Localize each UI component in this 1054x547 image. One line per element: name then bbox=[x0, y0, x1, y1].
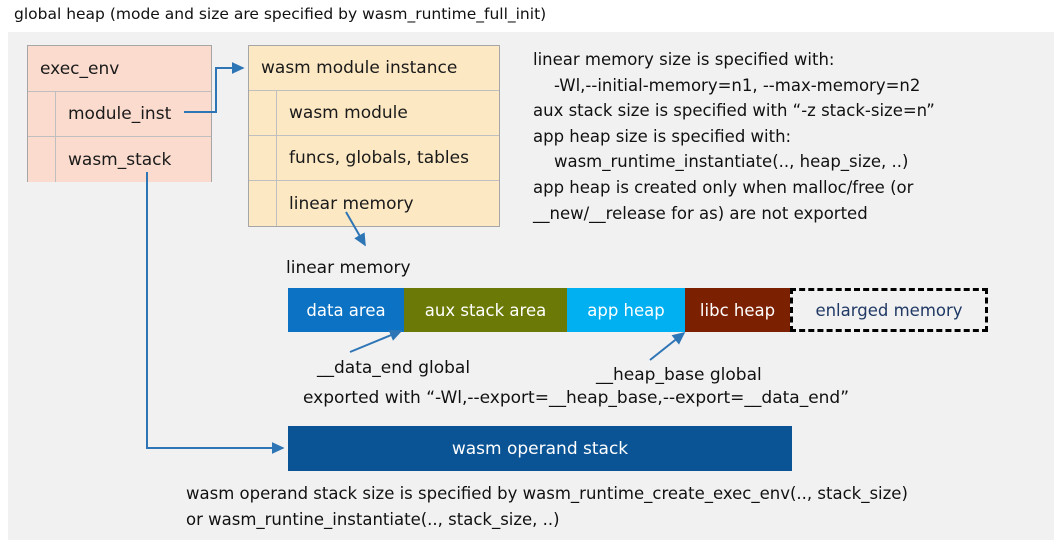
linear-memory-row-label: linear memory bbox=[289, 193, 414, 214]
exec-env-row-wasm-stack: wasm_stack bbox=[28, 137, 211, 182]
memory-segment-libc-heap: libc heap bbox=[685, 288, 790, 332]
exec-env-row-module-inst: module_inst bbox=[28, 92, 211, 137]
exec-env-box: exec_env module_inst wasm_stack bbox=[27, 45, 212, 182]
memory-segment-data-area: data area bbox=[288, 288, 404, 332]
module-instance-header-label: wasm module instance bbox=[261, 58, 458, 78]
module-instance-row-funcs-globals-tables: funcs, globals, tables bbox=[249, 136, 499, 181]
wasm-module-label: wasm module bbox=[289, 103, 408, 123]
linear-memory-caption: linear memory bbox=[286, 258, 411, 278]
funcs-globals-tables-label: funcs, globals, tables bbox=[289, 148, 469, 168]
memory-segment-enlarged-memory: enlarged memory bbox=[790, 288, 988, 332]
module-instance-row-wasm-module: wasm module bbox=[249, 91, 499, 136]
row-gutter bbox=[249, 181, 277, 226]
exec-env-header-label: exec_env bbox=[40, 58, 120, 79]
page-title: global heap (mode and size are specified… bbox=[14, 5, 547, 23]
wasm-module-instance-box: wasm module instance wasm module funcs, … bbox=[248, 45, 500, 227]
wasm-operand-stack-box: wasm operand stack bbox=[288, 426, 792, 471]
memory-segment-aux-stack-area: aux stack area bbox=[404, 288, 567, 332]
wasm-stack-label: wasm_stack bbox=[68, 149, 172, 170]
bottom-notes-text: wasm operand stack size is specified by … bbox=[186, 484, 908, 529]
row-gutter bbox=[249, 136, 277, 180]
exec-env-header: exec_env bbox=[28, 46, 211, 92]
row-gutter bbox=[28, 92, 56, 136]
row-gutter bbox=[28, 137, 56, 182]
module-instance-row-linear-memory: linear memory bbox=[249, 181, 499, 226]
right-notes-text: linear memory size is specified with: -W… bbox=[533, 50, 935, 223]
memory-segment-app-heap: app heap bbox=[567, 288, 685, 332]
heap-base-callout-label: __heap_base global bbox=[596, 365, 762, 385]
wasm-operand-stack-label: wasm operand stack bbox=[451, 438, 629, 459]
exported-with-label: exported with “-Wl,--export=__heap_base,… bbox=[303, 388, 850, 408]
data-end-callout-label: __data_end global bbox=[317, 358, 471, 378]
module-inst-label: module_inst bbox=[68, 104, 172, 124]
row-gutter bbox=[249, 91, 277, 135]
module-instance-header: wasm module instance bbox=[249, 46, 499, 91]
